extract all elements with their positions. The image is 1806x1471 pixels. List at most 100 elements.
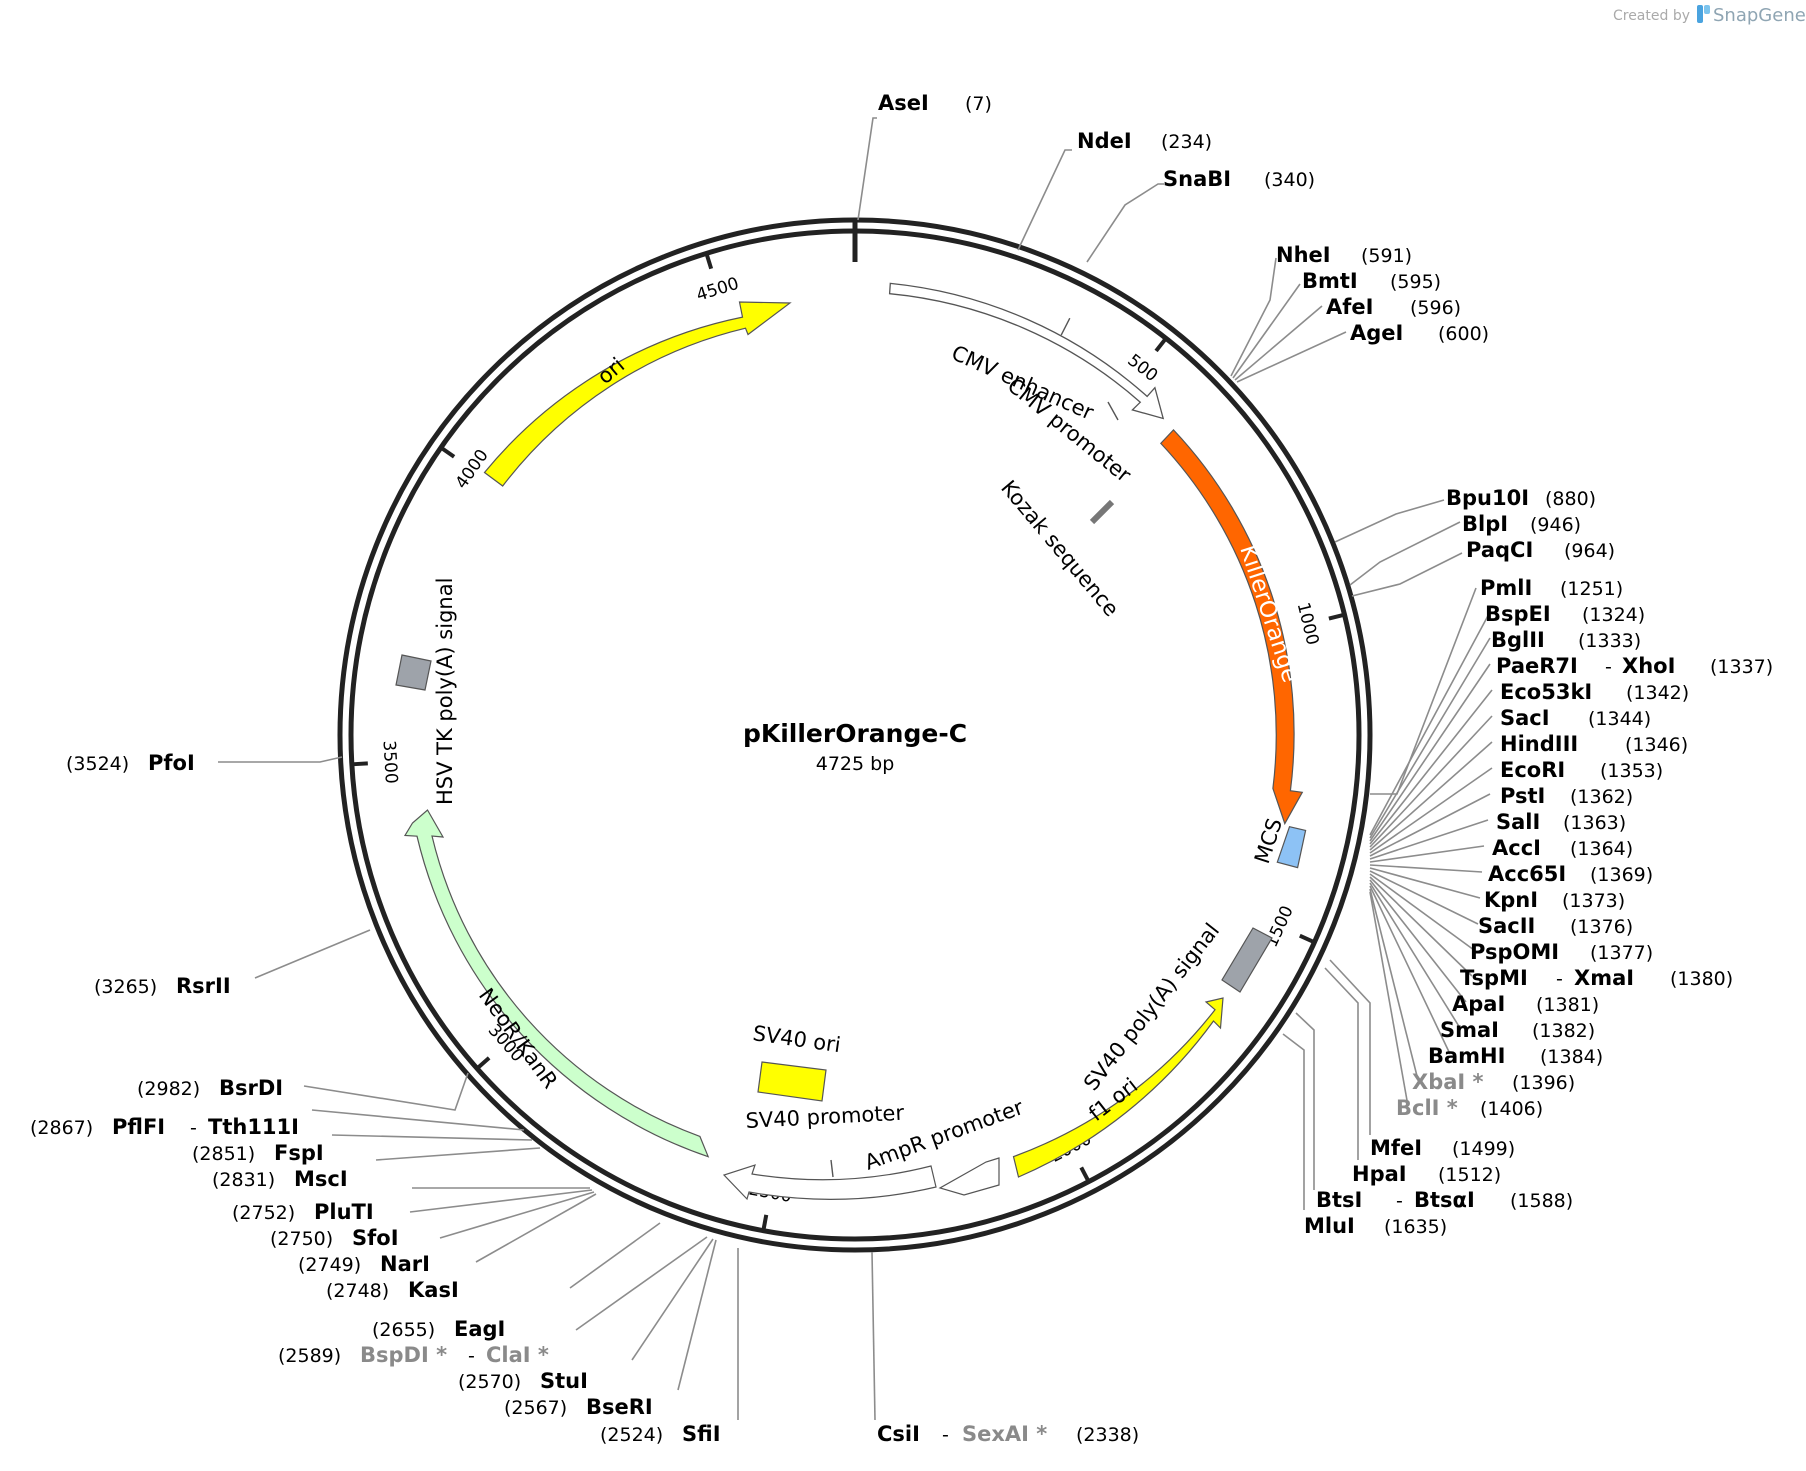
site-sfoi[interactable]: (2750)SfoI: [270, 1226, 399, 1250]
feature-neor-kanr[interactable]: [403, 809, 710, 1158]
site-kasi[interactable]: (2748)KasI: [326, 1278, 459, 1302]
svg-text:(2982): (2982): [137, 1078, 200, 1100]
site-bpu10i[interactable]: Bpu10I(880): [1446, 486, 1596, 510]
svg-text:(234): (234): [1161, 131, 1212, 153]
site-leader-lines: [218, 117, 1493, 1421]
site-bcli[interactable]: BclI *(1406): [1396, 1096, 1543, 1120]
feature-f1-ori[interactable]: [1012, 997, 1224, 1178]
site-kpni[interactable]: KpnI(1373): [1484, 888, 1625, 912]
site-afei[interactable]: AfeI(596): [1326, 295, 1461, 319]
svg-text:PstI: PstI: [1500, 784, 1545, 808]
site-hindiii[interactable]: HindIII(1346): [1500, 732, 1688, 756]
svg-text:(1369): (1369): [1590, 864, 1653, 886]
site-fspi[interactable]: (2851)FspI: [192, 1141, 324, 1165]
svg-text:-: -: [468, 1345, 475, 1367]
tick-mark-3500: [353, 761, 368, 767]
svg-text:BtsI: BtsI: [1316, 1188, 1362, 1212]
svg-text:(1251): (1251): [1560, 578, 1623, 600]
svg-text:(2338): (2338): [1076, 1424, 1139, 1446]
svg-text:HpaI: HpaI: [1352, 1162, 1407, 1186]
site-bsrdi[interactable]: (2982)BsrDI: [137, 1076, 283, 1100]
svg-text:Eco53kI: Eco53kI: [1500, 680, 1592, 704]
site-apai[interactable]: ApaI(1381): [1452, 992, 1599, 1016]
site-rsrii[interactable]: (3265) RsrII: [94, 974, 231, 998]
site-msci[interactable]: (2831)MscI: [212, 1167, 348, 1191]
svg-text:EagI: EagI: [454, 1317, 505, 1341]
site-nhei[interactable]: NheI(591): [1276, 243, 1412, 267]
site-pmli[interactable]: PmlI(1251): [1480, 576, 1623, 600]
feature-label-sv40-polya: SV40 poly(A) signal: [1079, 919, 1224, 1095]
svg-text:SnaBI: SnaBI: [1163, 167, 1231, 191]
feature-cmv[interactable]: [888, 282, 1165, 420]
feature-kozak[interactable]: [1089, 499, 1115, 525]
feature-ori[interactable]: [483, 301, 792, 487]
svg-text:BtsαI: BtsαI: [1414, 1188, 1475, 1212]
site-acc65i[interactable]: Acc65I(1369): [1488, 862, 1653, 886]
site-bmti[interactable]: BmtI(595): [1302, 269, 1441, 293]
site-smai[interactable]: SmaI(1382): [1440, 1018, 1595, 1042]
svg-text:SmaI: SmaI: [1440, 1018, 1499, 1042]
site-snabi[interactable]: SnaBI (340): [1163, 167, 1315, 191]
tick-mark-500: [1154, 338, 1167, 353]
site-sfii[interactable]: (2524)SfiI: [600, 1422, 721, 1446]
svg-text:KasI: KasI: [408, 1278, 459, 1302]
site-pspomi[interactable]: PspOMI(1377): [1470, 940, 1653, 964]
site-bspdi-clai[interactable]: (2589)BspDI *-ClaI *: [278, 1343, 549, 1367]
site-blpi[interactable]: BlpI(946): [1462, 512, 1581, 536]
feature-ampr-promoter[interactable]: [938, 1157, 1000, 1196]
site-xbai[interactable]: XbaI *(1396): [1412, 1070, 1575, 1094]
svg-text:(1499): (1499): [1452, 1138, 1515, 1160]
site-paer7i-xhoi[interactable]: PaeR7I-XhoI(1337): [1496, 654, 1773, 678]
site-psti[interactable]: PstI(1362): [1500, 784, 1633, 808]
svg-text:RsrII: RsrII: [176, 974, 231, 998]
svg-text:(340): (340): [1264, 169, 1315, 191]
site-eco53ki[interactable]: Eco53kI(1342): [1500, 680, 1689, 704]
site-mfei[interactable]: MfeI(1499): [1370, 1136, 1515, 1160]
feature-sv40-ori[interactable]: [757, 1061, 827, 1102]
site-nari[interactable]: (2749)NarI: [298, 1252, 430, 1276]
feature-sv40-promoter[interactable]: [722, 1164, 937, 1201]
site-pflfi-tth111i[interactable]: (2867)PflFI-Tth111I: [30, 1115, 299, 1139]
tick-mark-2500: [761, 1214, 769, 1229]
sv40-promoter-leader: [830, 1159, 834, 1178]
site-bseri[interactable]: (2567)BseRI: [504, 1395, 653, 1419]
site-eagi[interactable]: (2655)EagI: [372, 1317, 505, 1341]
site-mlui[interactable]: MluI(1635): [1304, 1214, 1447, 1238]
site-stui[interactable]: (2570)StuI: [458, 1369, 588, 1393]
site-asei[interactable]: AseI(7): [878, 91, 992, 115]
feature-hsv-tk-polya[interactable]: [395, 654, 432, 691]
site-hpai[interactable]: HpaI(1512): [1352, 1162, 1501, 1186]
svg-text:NdeI: NdeI: [1077, 129, 1132, 153]
svg-text:BlpI: BlpI: [1462, 512, 1508, 536]
site-agei[interactable]: AgeI(600): [1350, 321, 1489, 345]
svg-text:(3265): (3265): [94, 976, 157, 998]
svg-text:XmaI: XmaI: [1574, 966, 1634, 990]
site-bglii[interactable]: BglII(1333): [1491, 628, 1641, 652]
site-csii-sexai[interactable]: CsiI-SexAI *(2338): [877, 1422, 1139, 1446]
feature-label-sv40-promoter: SV40 promoter: [745, 1101, 905, 1133]
svg-text:(1376): (1376): [1570, 916, 1633, 938]
site-pluti[interactable]: (2752)PluTI: [232, 1200, 374, 1224]
site-pfoi[interactable]: (3524)PfoI: [66, 751, 195, 775]
site-sacii[interactable]: SacII(1376): [1478, 914, 1633, 938]
site-bspei[interactable]: BspEI(1324): [1485, 602, 1645, 626]
site-paqci[interactable]: PaqCI(964): [1466, 538, 1615, 562]
svg-text:-: -: [190, 1117, 197, 1139]
tick-label-3500: 3500: [379, 740, 401, 784]
feature-mcs[interactable]: [1276, 825, 1307, 869]
site-bamhi[interactable]: BamHI(1384): [1428, 1044, 1603, 1068]
site-ecori[interactable]: EcoRI(1353): [1500, 758, 1663, 782]
feature-sv40-polya[interactable]: [1221, 927, 1273, 993]
site-sali[interactable]: SalI(1363): [1496, 810, 1626, 834]
site-saci[interactable]: SacI(1344): [1500, 706, 1651, 730]
tick-mark-3000: [477, 1056, 491, 1069]
site-btsi-btsai[interactable]: BtsI-BtsαI(1588): [1316, 1188, 1573, 1212]
svg-text:SexAI *: SexAI *: [962, 1422, 1047, 1446]
site-tspmi-xmai[interactable]: TspMI-XmaI(1380): [1460, 966, 1733, 990]
site-ndei[interactable]: NdeI (234): [1077, 129, 1212, 153]
svg-text:(591): (591): [1361, 245, 1412, 267]
site-acci[interactable]: AccI(1364): [1492, 836, 1633, 860]
plasmid-name: pKillerOrange-C: [743, 719, 967, 748]
feature-killerorange[interactable]: [1159, 429, 1304, 826]
svg-text:BmtI: BmtI: [1302, 269, 1358, 293]
